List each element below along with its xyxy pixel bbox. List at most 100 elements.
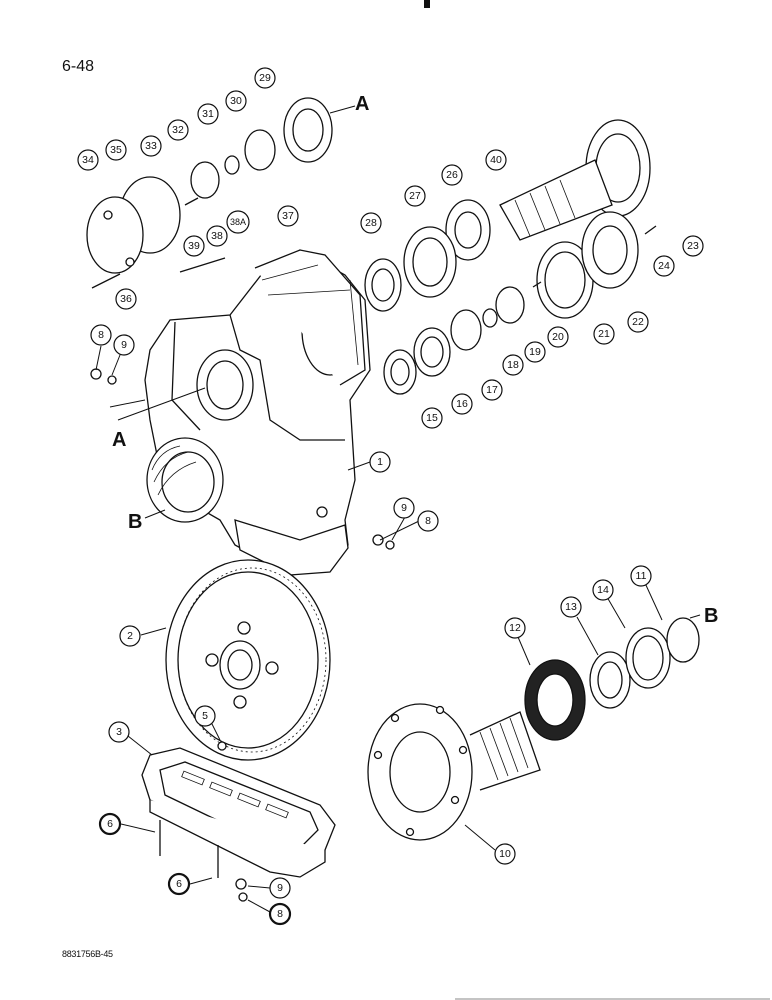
svg-text:37: 37 <box>282 210 294 222</box>
callout-5: 5 <box>194 705 216 727</box>
svg-text:9: 9 <box>121 339 127 351</box>
upper-bearing-set-drawing <box>190 97 639 395</box>
ref-letter-B-right: B <box>704 605 718 627</box>
svg-text:10: 10 <box>499 848 511 860</box>
svg-text:20: 20 <box>552 331 564 343</box>
callout-29: 29 <box>254 67 276 89</box>
svg-text:31: 31 <box>202 108 214 120</box>
svg-text:38: 38 <box>211 230 223 242</box>
svg-text:33: 33 <box>145 140 157 152</box>
figure-code: 8831756B-45 <box>62 949 113 959</box>
svg-text:8: 8 <box>277 908 283 920</box>
svg-text:29: 29 <box>259 72 271 84</box>
callout-20: 20 <box>547 326 569 348</box>
svg-text:6: 6 <box>176 878 182 890</box>
callout-36: 36 <box>115 288 137 310</box>
callout-19: 19 <box>524 341 546 363</box>
svg-text:19: 19 <box>529 346 541 358</box>
callout-1: 1 <box>369 451 391 473</box>
callout-14: 14 <box>592 579 614 601</box>
callout-9-top-left: 9 <box>113 334 135 356</box>
svg-text:21: 21 <box>598 328 610 340</box>
ref-letter-A-left: A <box>112 429 126 451</box>
svg-text:17: 17 <box>486 384 498 396</box>
spur-gear-drawing <box>165 559 331 761</box>
svg-text:9: 9 <box>401 502 407 514</box>
callout-38A: 38A <box>226 210 250 234</box>
callout-22: 22 <box>627 311 649 333</box>
svg-text:15: 15 <box>426 412 438 424</box>
callout-8-bottom: 8 <box>268 902 292 926</box>
pinion-shaft-drawing <box>499 119 651 241</box>
callout-30: 30 <box>225 90 247 112</box>
callout-17: 17 <box>481 379 503 401</box>
callout-6-left: 6 <box>98 812 122 836</box>
svg-text:11: 11 <box>636 570 647 582</box>
svg-text:26: 26 <box>446 169 458 181</box>
ref-letter-B-left: B <box>128 511 142 533</box>
callout-16: 16 <box>451 393 473 415</box>
callout-32: 32 <box>167 119 189 141</box>
svg-text:8: 8 <box>98 329 104 341</box>
svg-text:2: 2 <box>127 630 133 642</box>
side-cover-drawing <box>86 176 181 274</box>
callout-34: 34 <box>77 149 99 171</box>
callout-38: 38 <box>206 225 228 247</box>
callout-11: 11 <box>630 565 652 587</box>
callout-37: 37 <box>277 205 299 227</box>
svg-text:23: 23 <box>687 240 699 252</box>
callout-3: 3 <box>108 721 130 743</box>
svg-text:38A: 38A <box>230 217 246 227</box>
callout-8-right: 8 <box>417 510 439 532</box>
svg-text:24: 24 <box>658 260 670 272</box>
callout-6-bottom: 6 <box>167 872 191 896</box>
fasteners-drawing <box>90 197 657 902</box>
svg-text:13: 13 <box>565 601 577 613</box>
callout-15: 15 <box>421 407 443 429</box>
housing-assembly-drawing <box>144 249 371 576</box>
callout-35: 35 <box>105 139 127 161</box>
callout-40: 40 <box>485 149 507 171</box>
callout-8-top-left: 8 <box>90 324 112 346</box>
callout-31: 31 <box>197 103 219 125</box>
page-number: 6-48 <box>62 58 95 75</box>
callout-9-bottom: 9 <box>269 877 291 899</box>
svg-text:27: 27 <box>409 190 421 202</box>
svg-text:22: 22 <box>632 316 644 328</box>
cover-plate-drawing <box>141 747 336 878</box>
callout-2: 2 <box>119 625 141 647</box>
callout-18: 18 <box>502 354 524 376</box>
svg-text:39: 39 <box>188 240 200 252</box>
svg-text:1: 1 <box>377 456 383 468</box>
svg-text:6: 6 <box>107 818 113 830</box>
svg-text:12: 12 <box>509 622 521 634</box>
svg-text:5: 5 <box>202 710 208 722</box>
ref-letter-A-top: A <box>355 93 369 115</box>
svg-text:28: 28 <box>365 217 377 229</box>
svg-text:40: 40 <box>490 154 502 166</box>
callout-10: 10 <box>494 843 516 865</box>
callout-13: 13 <box>560 596 582 618</box>
page-top-mark <box>424 0 430 8</box>
svg-text:36: 36 <box>120 293 132 305</box>
svg-text:14: 14 <box>597 584 609 596</box>
svg-text:16: 16 <box>456 398 468 410</box>
svg-text:18: 18 <box>507 359 519 371</box>
callout-39: 39 <box>183 235 205 257</box>
svg-text:3: 3 <box>116 726 122 738</box>
callout-21: 21 <box>593 323 615 345</box>
callout-9-right: 9 <box>393 497 415 519</box>
axle-shaft-drawing <box>367 703 541 841</box>
svg-text:30: 30 <box>230 95 242 107</box>
callout-27: 27 <box>404 185 426 207</box>
callout-26: 26 <box>441 164 463 186</box>
callout-24: 24 <box>653 255 675 277</box>
svg-text:32: 32 <box>172 124 184 136</box>
svg-text:34: 34 <box>82 154 94 166</box>
callout-23: 23 <box>682 235 704 257</box>
svg-text:9: 9 <box>277 882 283 894</box>
svg-text:8: 8 <box>425 515 431 527</box>
lower-bearing-set-drawing <box>524 617 700 741</box>
